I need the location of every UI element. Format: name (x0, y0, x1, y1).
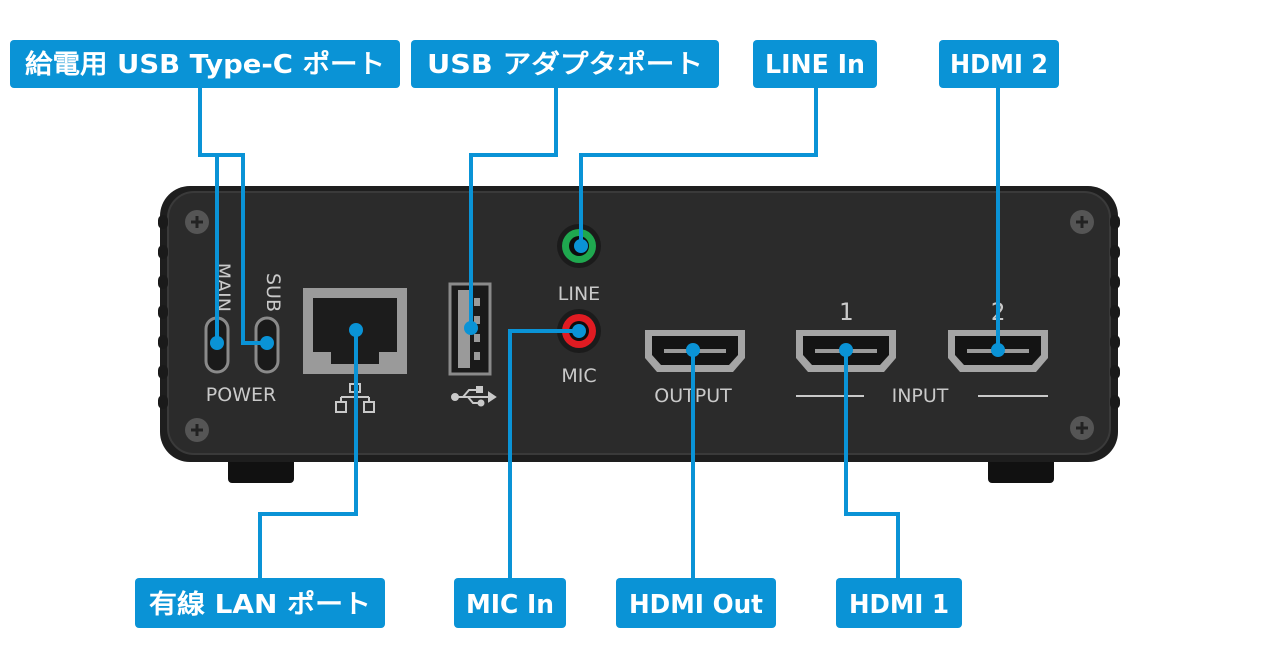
callout-hdmi-out: HDMI Out (616, 578, 776, 628)
screw-icon (1070, 210, 1094, 234)
screw-icon (185, 210, 209, 234)
screw-icon (1070, 416, 1094, 440)
input-1-number: 1 (839, 298, 853, 326)
callout-usb-adapter-text: USB アダプタポート (427, 49, 703, 80)
callout-hdmi-out-text: HDMI Out (629, 590, 763, 620)
callout-lan: 有線 LAN ポート (135, 578, 385, 628)
mic-label: MIC (561, 365, 596, 387)
callout-hdmi-1-text: HDMI 1 (849, 590, 949, 620)
callout-hdmi-1: HDMI 1 (836, 578, 962, 628)
callout-mic-in: MIC In (454, 578, 566, 628)
line-label: LINE (558, 283, 600, 305)
callout-hdmi-2: HDMI 2 (939, 40, 1059, 88)
callout-lan-text: 有線 LAN ポート (149, 589, 371, 620)
power-label: POWER (206, 384, 276, 406)
leader-lines (198, 88, 1000, 578)
usb-icon (451, 386, 497, 407)
callout-usb-adapter: USB アダプタポート (411, 40, 719, 88)
callout-line-in-text: LINE In (765, 50, 865, 80)
callout-line-in: LINE In (753, 40, 877, 88)
screw-icon (185, 418, 209, 442)
callout-mic-in-text: MIC In (466, 590, 554, 620)
sub-label: SUB (262, 273, 284, 312)
callout-hdmi-2-text: HDMI 2 (950, 50, 1048, 80)
input-label: INPUT (892, 385, 949, 407)
callout-usb-c-power: 給電用 USB Type-C ポート (10, 40, 400, 88)
device-body (158, 186, 1120, 462)
callout-usb-c-power-text: 給電用 USB Type-C ポート (25, 49, 385, 80)
leader-dots (210, 239, 1005, 357)
